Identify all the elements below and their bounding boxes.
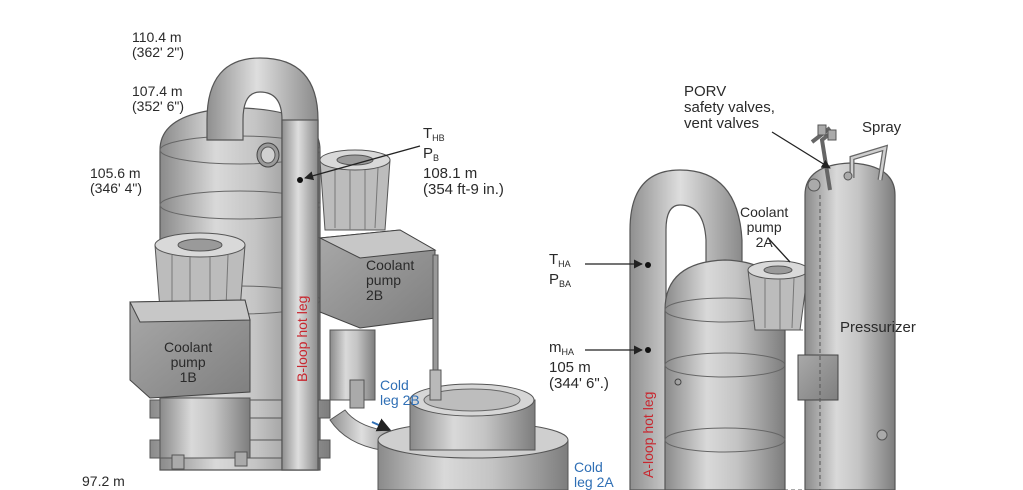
spray-line — [810, 124, 889, 191]
coolant-pump-1b — [129, 232, 251, 470]
a-loop-sensor-label: THA PBA — [549, 251, 572, 290]
elevation-label-97: 97.2 m — [82, 473, 125, 489]
b-loop-hot-leg-pipe — [206, 57, 319, 471]
elevation-label-105: 105.6 m(346' 4") — [90, 165, 143, 196]
leader-lines — [304, 131, 831, 355]
b-loop-sensor-label: THB PB 108.1 m (354 ft-9 in.) — [423, 125, 504, 198]
elevation-label-107: 107.4 m(352' 6") — [132, 83, 185, 114]
reactor-vessel — [377, 254, 569, 490]
pressurizer-label: Pressurizer — [840, 319, 916, 336]
elevation-label-110: 110.4 m(362' 2") — [132, 29, 185, 60]
pressurizer-vessel — [797, 162, 896, 490]
coolant-pump-2a — [747, 260, 816, 490]
spray-label: Spray — [862, 119, 902, 136]
b-loop-hot-leg-label: B-loop hot leg — [294, 295, 310, 382]
a-loop-hot-leg-label: A-loop hot leg — [640, 391, 656, 478]
a-loop-flow-label: mHA 105 m (344' 6".) — [549, 339, 609, 392]
coolant-pump-2b — [318, 149, 437, 401]
